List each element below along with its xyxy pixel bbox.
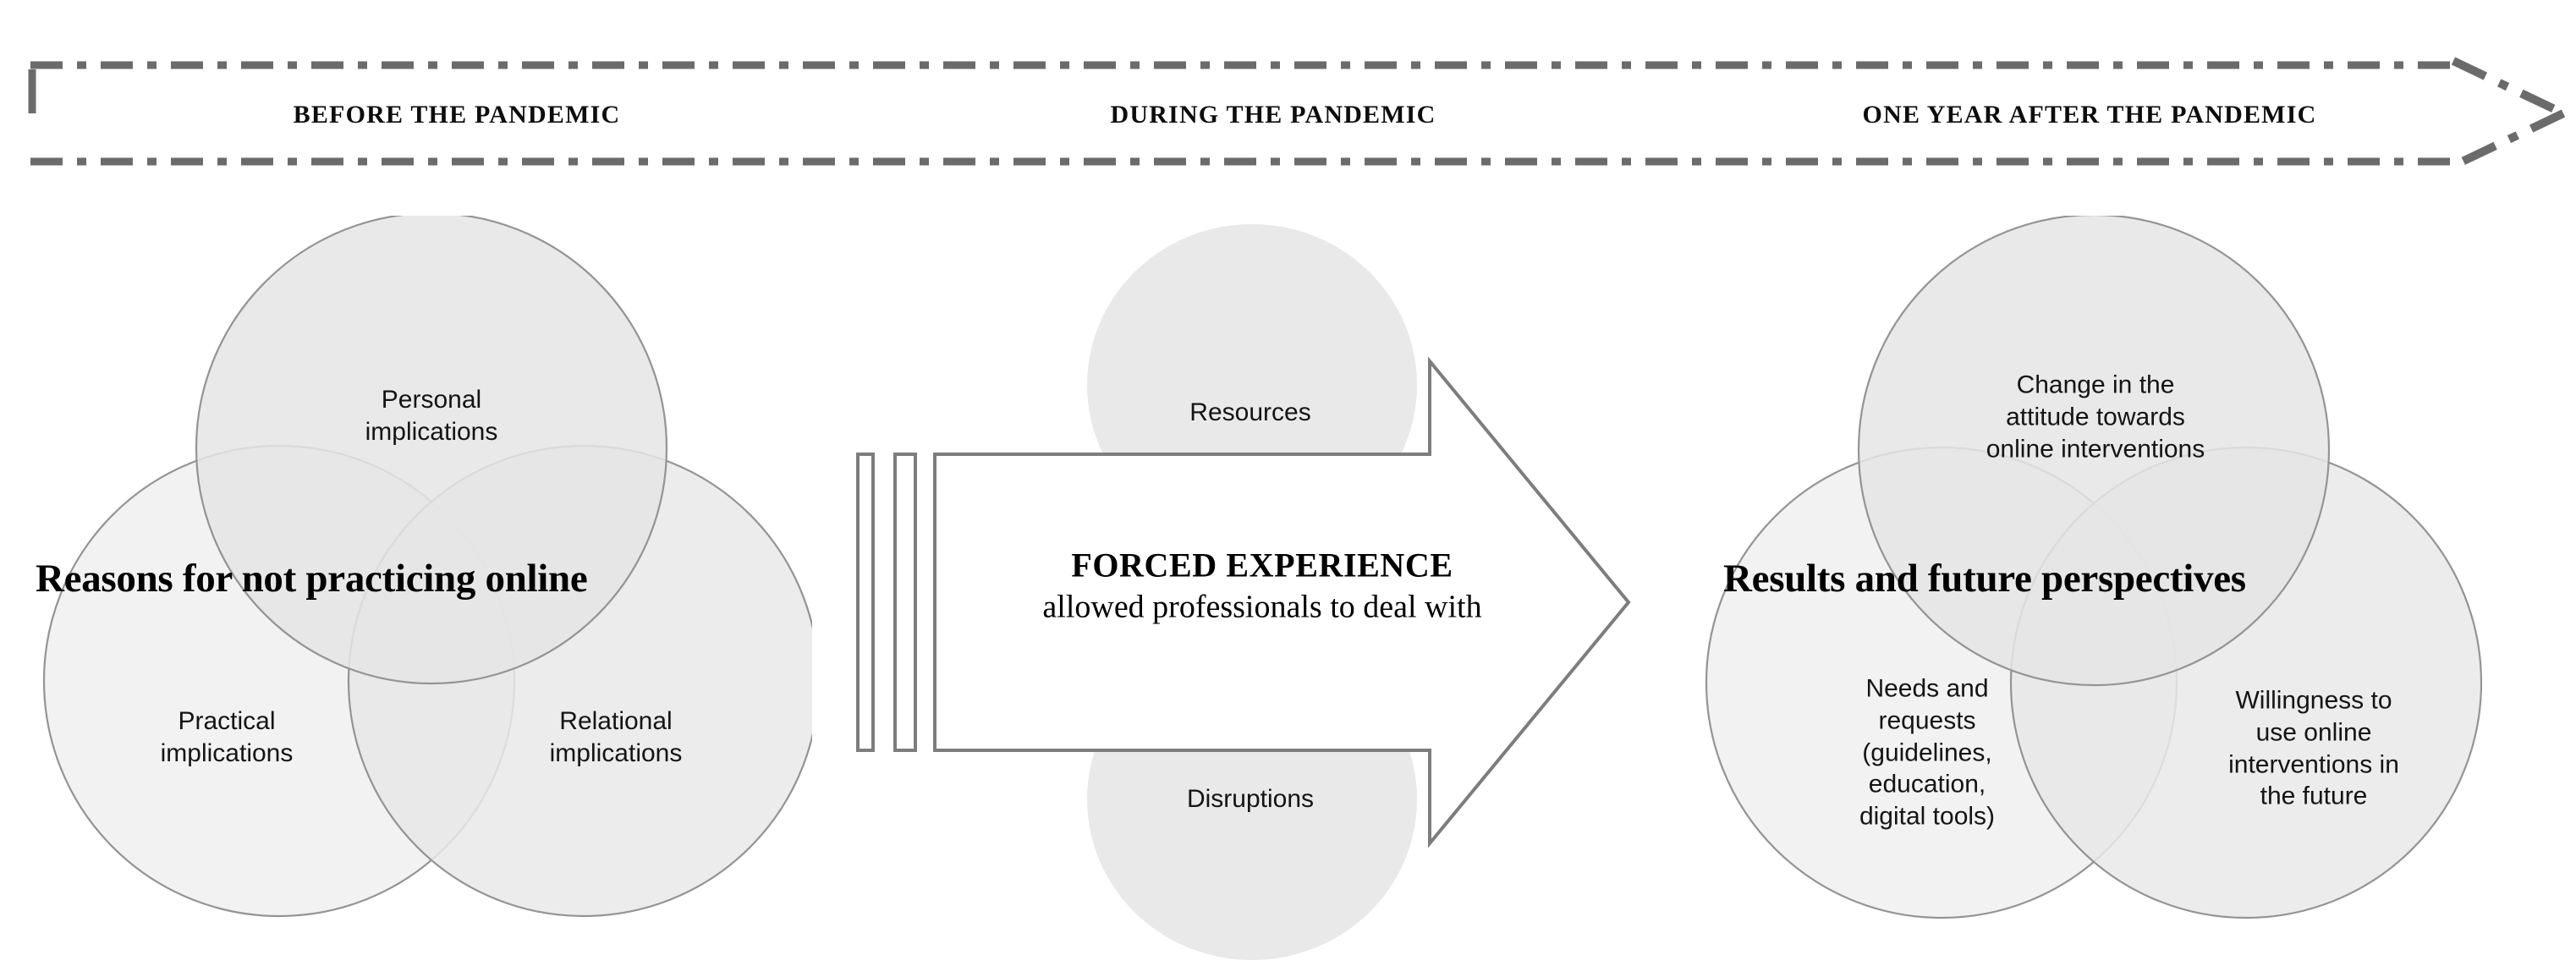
arrow-tail-bar-2 [893,453,917,752]
banner-arrowhead-upper [2451,57,2566,118]
venn-circle-personal [195,216,668,685]
phase-label-after: ONE YEAR AFTER THE PANDEMIC [1862,101,2317,129]
forced-experience-text: FORCED EXPERIENCE allowed professionals … [1042,546,1481,626]
timeline-banner [28,57,2566,170]
phase-label-during: DURING THE PANDEMIC [1110,101,1436,129]
arrow-tail-bar-1 [856,453,875,752]
right-venn-title: Results and future perspectives [1723,557,2246,601]
left-venn-diagram [42,216,812,918]
forced-experience-line1: FORCED EXPERIENCE [1071,546,1453,585]
middle-process-group [856,224,1631,960]
left-venn-title: Reasons for not practicing online [36,557,588,601]
venn-circle-attitude [1857,216,2331,687]
forced-experience-arrow [933,356,1631,848]
banner-arrowhead-lower [2451,109,2566,170]
phase-label-before: BEFORE THE PANDEMIC [293,101,621,129]
forced-experience-line2: allowed professionals to deal with [1042,589,1482,625]
right-venn-diagram [1705,216,2483,919]
